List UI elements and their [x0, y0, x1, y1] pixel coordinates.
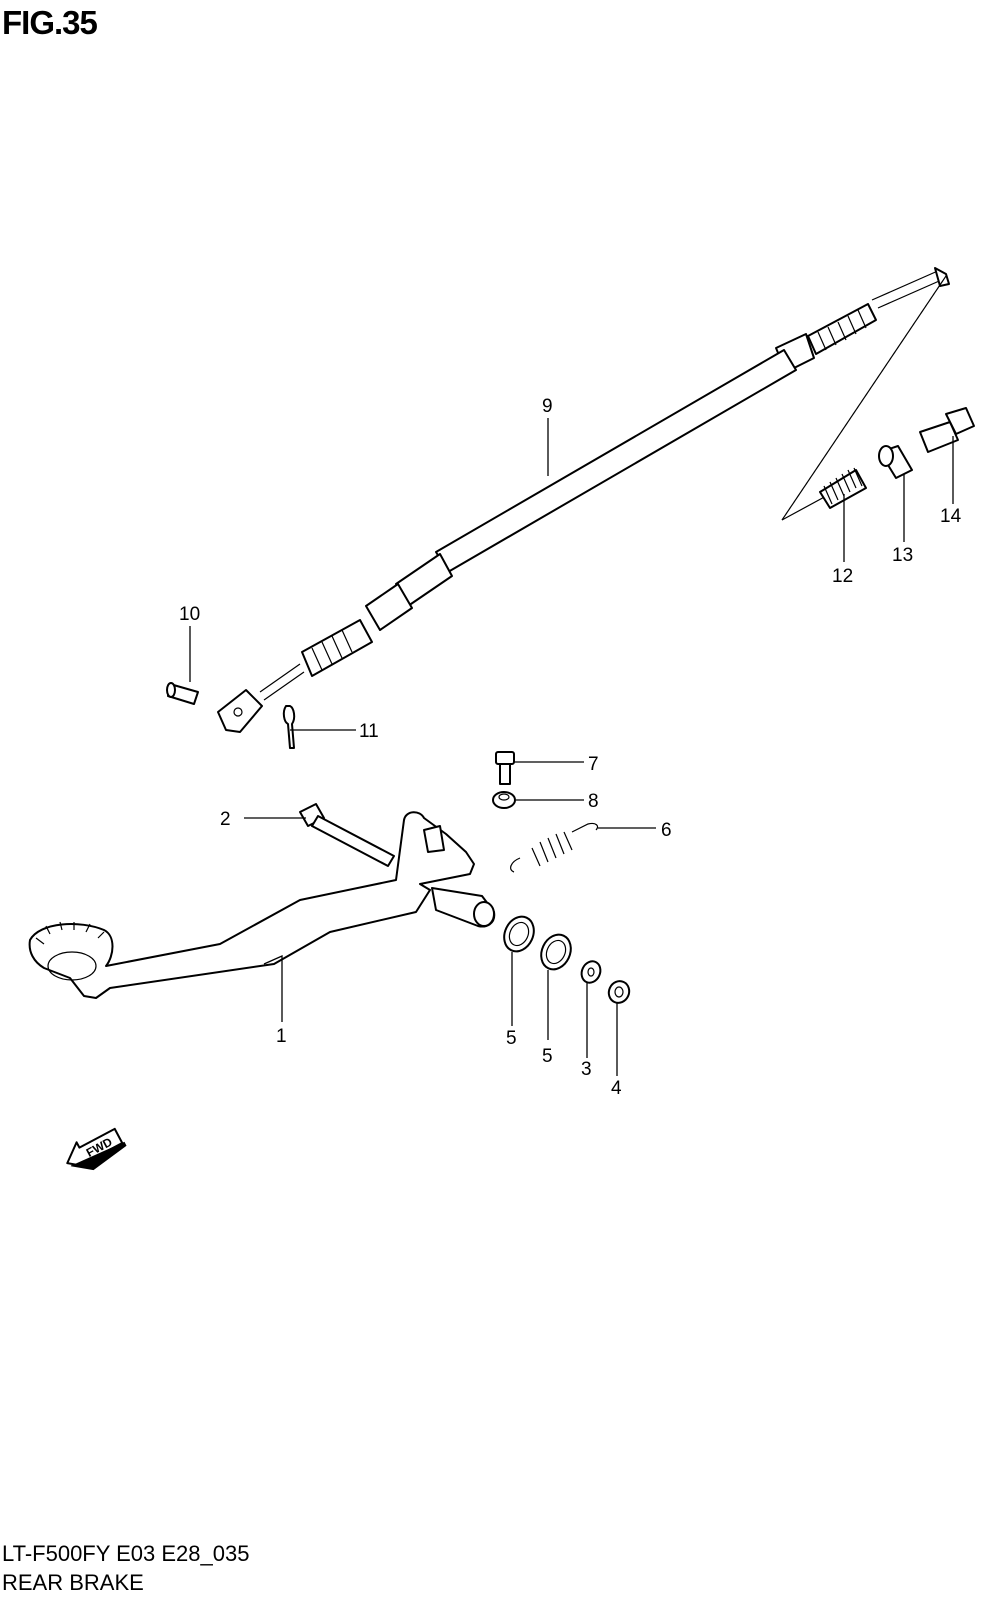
- callout-2: 2: [220, 809, 231, 830]
- part-9-brake-cable: [217, 267, 950, 733]
- callout-leaders: [189, 418, 954, 1076]
- part-13-cable-joint: [878, 445, 913, 479]
- part-8-nut: [492, 791, 516, 809]
- part-11-cotter-pin: [282, 705, 296, 749]
- part-14-adjuster-bolt: [919, 407, 975, 453]
- part-10-clevis-pin: [166, 682, 199, 705]
- callout-12: 12: [832, 566, 853, 587]
- section-name: REAR BRAKE: [2, 1570, 144, 1595]
- part-2-pivot-bolt: [299, 803, 395, 867]
- callout-8: 8: [588, 791, 599, 812]
- part-5-washers: [503, 915, 572, 971]
- callout-labels: 1 2 3 4 5 5 6 7 8 9 10 11 12 13 14: [179, 396, 962, 1099]
- part-7-bolt: [495, 751, 515, 785]
- callout-11: 11: [359, 721, 379, 742]
- callout-7: 7: [588, 754, 599, 775]
- callout-4: 4: [611, 1078, 622, 1099]
- callout-14: 14: [940, 506, 962, 527]
- part-1-brake-pedal: [28, 811, 496, 999]
- diagram-footer: LT-F500FY E03 E28_035 REAR BRAKE: [2, 1539, 249, 1597]
- callout-3: 3: [581, 1059, 592, 1080]
- callout-13: 13: [892, 545, 913, 566]
- callout-1: 1: [276, 1026, 287, 1047]
- callout-5a: 5: [506, 1028, 517, 1049]
- part-12-spring: [819, 467, 867, 509]
- callout-10: 10: [179, 604, 200, 625]
- model-code: LT-F500FY E03 E28_035: [2, 1541, 250, 1566]
- part-3-washer: [580, 960, 602, 984]
- fwd-arrow-icon: FWD: [66, 1127, 127, 1171]
- part-4-nut: [607, 980, 631, 1004]
- part-6-return-spring: [510, 822, 599, 873]
- callout-5b: 5: [542, 1046, 553, 1067]
- figure-title: FIG.35: [2, 4, 98, 41]
- callout-9: 9: [542, 396, 553, 417]
- callout-6: 6: [661, 820, 672, 841]
